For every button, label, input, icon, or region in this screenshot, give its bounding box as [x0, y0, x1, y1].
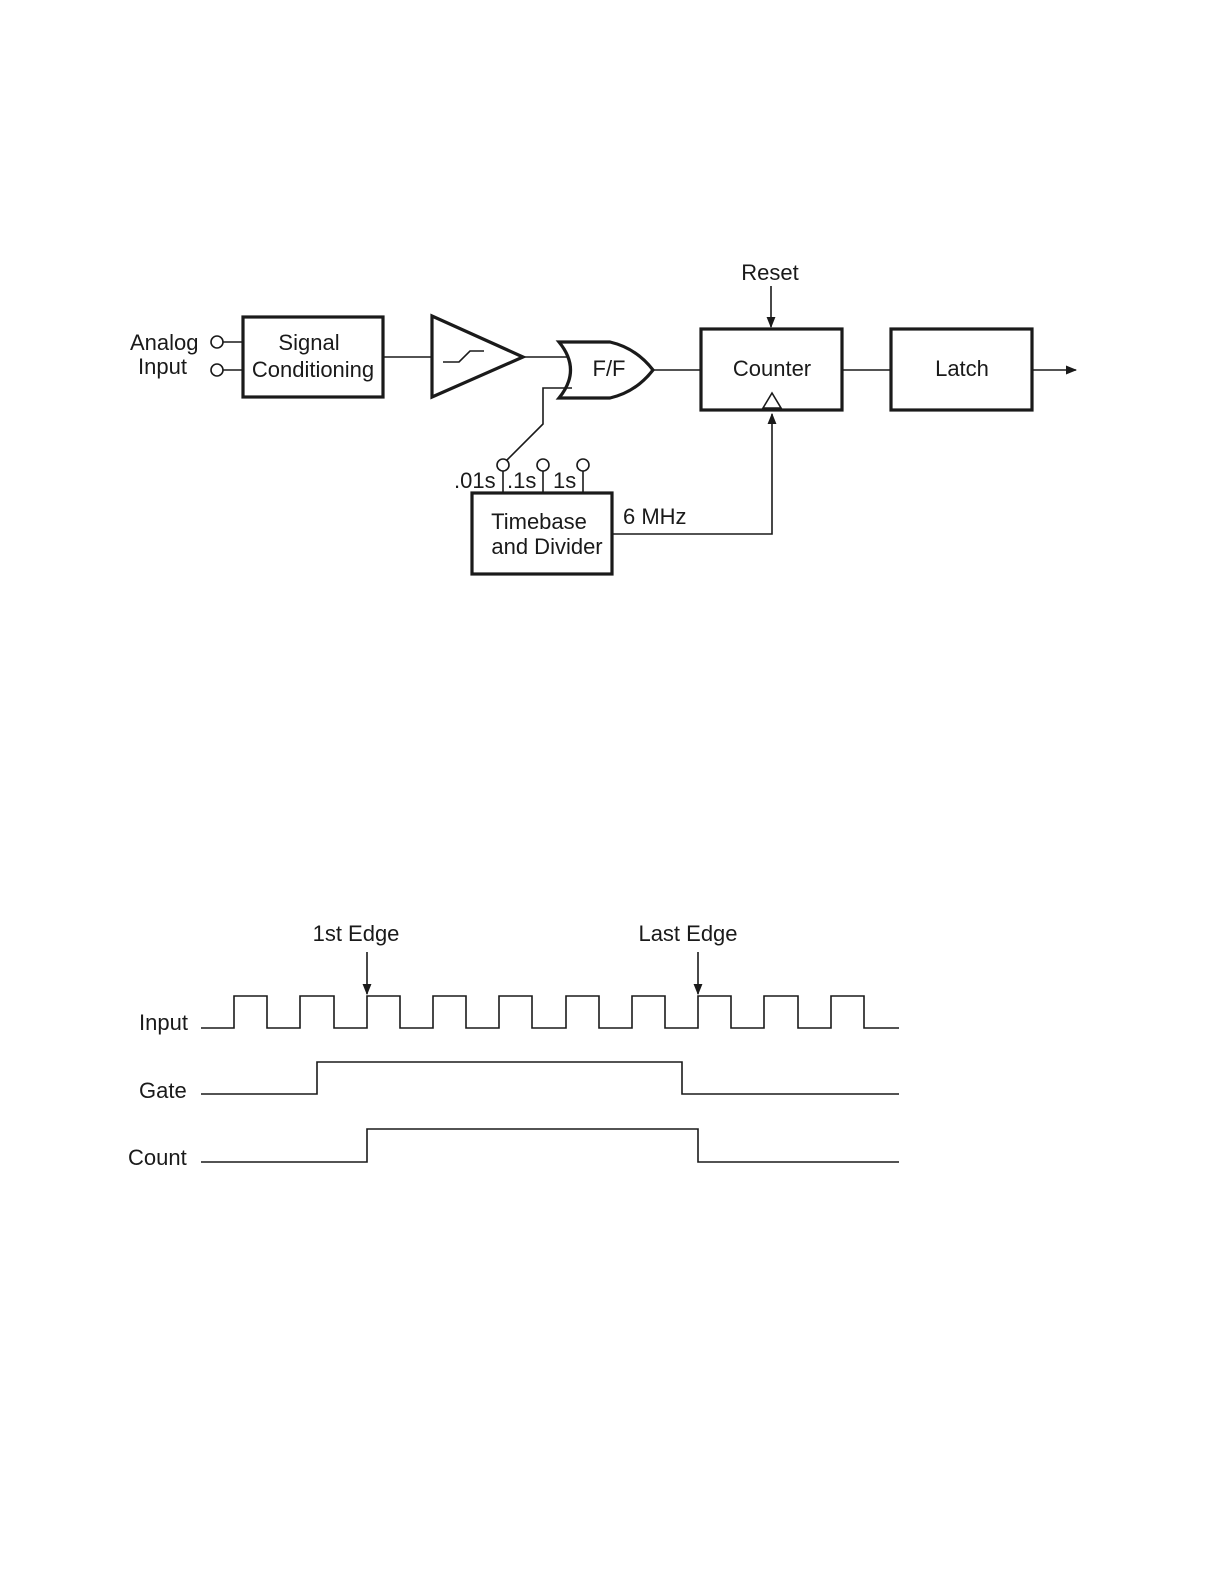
frequency-label: 6 MHz: [623, 504, 687, 529]
input-terminal-bottom: [211, 364, 223, 376]
flipflop-label: F/F: [593, 356, 626, 381]
input-terminal-top: [211, 336, 223, 348]
gate-contact-1s-tenth: [537, 459, 549, 471]
gate-waveform: [201, 1062, 899, 1094]
gate-option-01s: .01s: [454, 468, 496, 493]
analog-input-label-line1: Analog: [130, 330, 199, 355]
reset-label: Reset: [741, 260, 798, 285]
counter-label: Counter: [733, 356, 811, 381]
timebase-label-line2: and Divider: [491, 534, 602, 559]
input-waveform: [201, 996, 899, 1028]
gate-option-1s: 1s: [553, 468, 576, 493]
signal-label-input: Input: [139, 1010, 188, 1035]
count-waveform: [201, 1129, 899, 1162]
first-edge-label: 1st Edge: [313, 921, 400, 946]
latch-label: Latch: [935, 356, 989, 381]
timebase-label-line1: Timebase: [491, 509, 587, 534]
gate-contact-1s: [577, 459, 589, 471]
signal-label-count: Count: [128, 1145, 187, 1170]
gate-option-1s-tenth: .1s: [507, 468, 536, 493]
signal-conditioning-label-line1: Signal: [278, 330, 339, 355]
timing-diagram: 1st Edge Last Edge Input Gate Count: [128, 921, 899, 1170]
block-diagram: Analog Input Signal Conditioning F/F Cou…: [130, 260, 1076, 574]
comparator-triangle: [432, 316, 523, 397]
last-edge-label: Last Edge: [638, 921, 737, 946]
signal-conditioning-label-line2: Conditioning: [252, 357, 374, 382]
analog-input-label-line2: Input: [138, 354, 187, 379]
signal-label-gate: Gate: [139, 1078, 187, 1103]
